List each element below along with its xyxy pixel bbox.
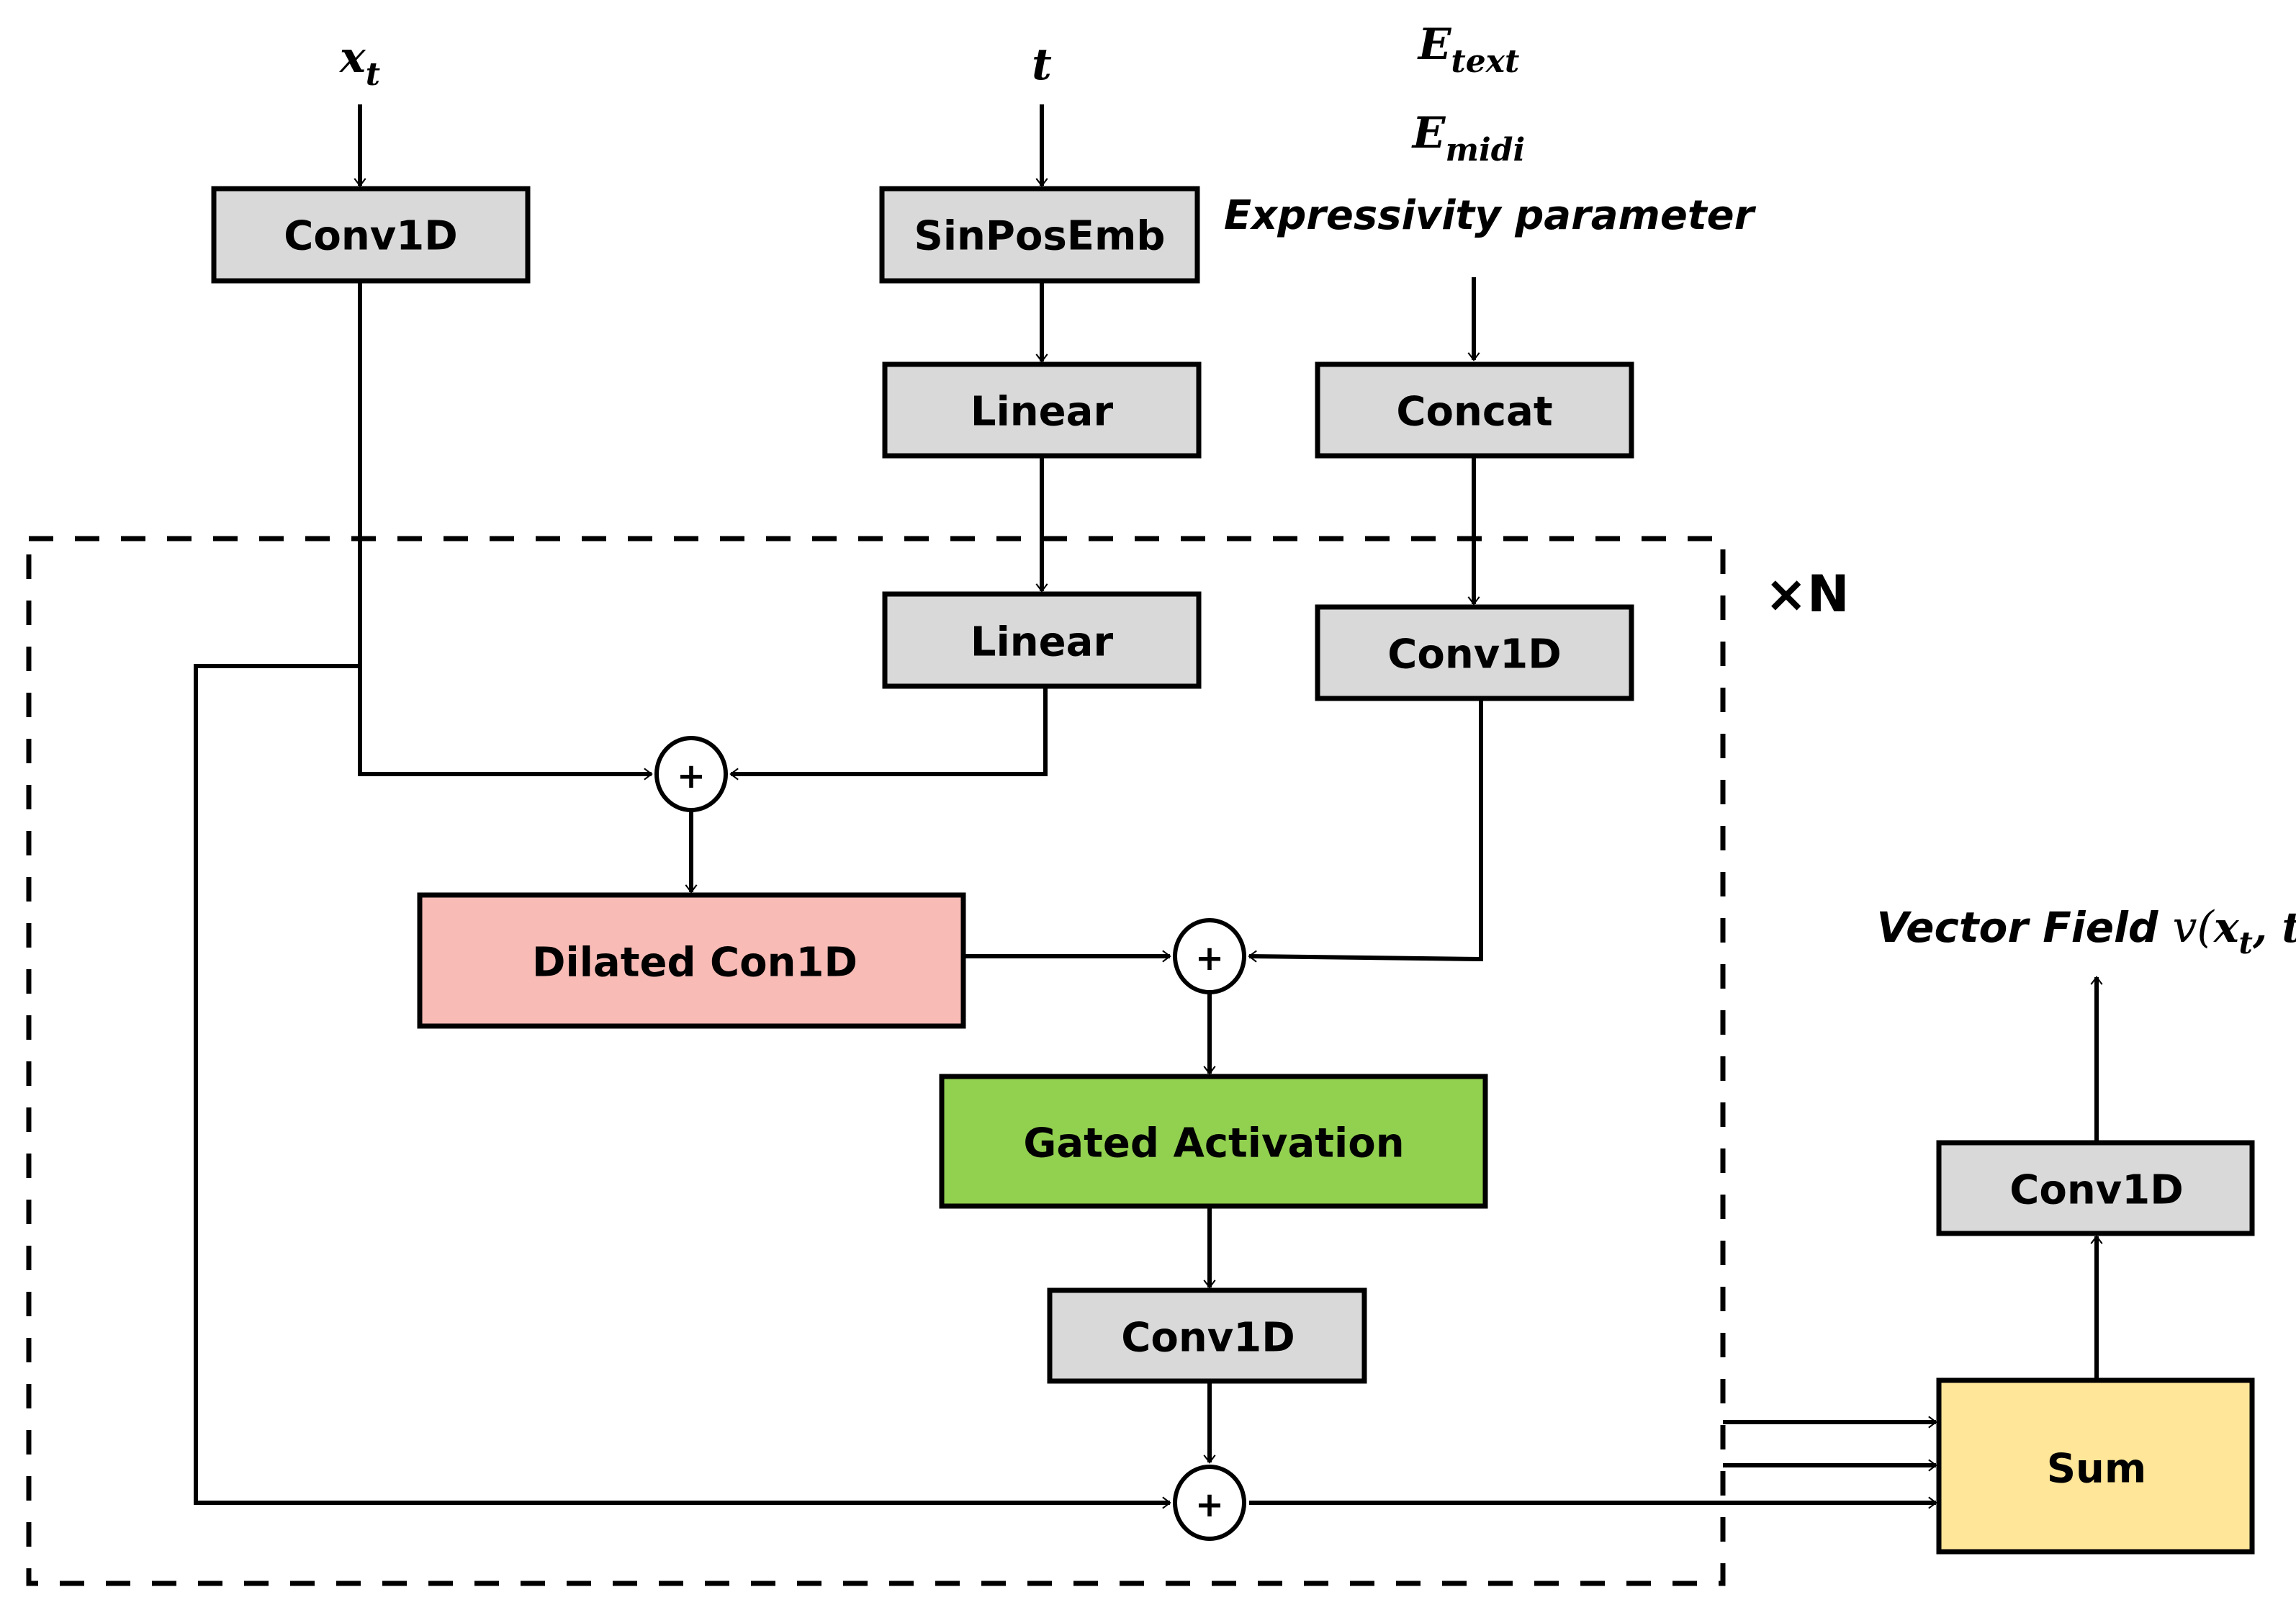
conv-cond-label: Conv1D (1387, 631, 1561, 678)
input-e-text-label: Etext (1417, 19, 1520, 80)
gated-activation-label: Gated Activation (1023, 1120, 1404, 1167)
plus-icon: + (1195, 1485, 1224, 1525)
repeat-n-label: ×N (1765, 565, 1849, 624)
dilated-conv-block: Dilated Con1D (417, 892, 966, 1029)
arrow-skip-to-plus3 (194, 664, 1171, 1509)
conv-residual-block: Conv1D (1047, 1287, 1367, 1384)
input-t-label: t (1032, 40, 1052, 90)
input-xt-label: xt (338, 32, 380, 93)
gated-activation-block: Gated Activation (939, 1074, 1488, 1209)
sinposemb-block: SinPosEmb (879, 186, 1200, 284)
input-expressivity-label: Expressivity parameter (1224, 192, 1757, 239)
sum-label: Sum (2047, 1446, 2147, 1493)
conv-input-label: Conv1D (284, 213, 457, 260)
conv-cond-block: Conv1D (1315, 604, 1634, 701)
arrow-condconv-to-plus2 (1248, 698, 1483, 963)
conv-residual-label: Conv1D (1121, 1315, 1295, 1362)
concat-block: Concat (1315, 361, 1634, 459)
input-e-midi-label: Emidi (1411, 108, 1526, 168)
plus-node-1: + (654, 736, 728, 812)
conv-output-block: Conv1D (1936, 1140, 2255, 1236)
plus-node-3: + (1173, 1465, 1246, 1541)
conv-input-block: Conv1D (211, 186, 531, 284)
linear-block-1: Linear (882, 361, 1202, 459)
sum-block: Sum (1936, 1377, 2255, 1555)
linear-2-label: Linear (971, 619, 1114, 666)
conv-output-label: Conv1D (2009, 1167, 2183, 1214)
concat-label: Concat (1396, 389, 1552, 436)
arrow-conv-to-plus1 (358, 281, 653, 781)
plus-icon: + (677, 756, 706, 796)
sinposemb-label: SinPosEmb (914, 213, 1166, 260)
plus-icon: + (1195, 938, 1224, 979)
plus-node-2: + (1173, 918, 1246, 994)
linear-block-2: Linear (882, 591, 1202, 689)
linear-1-label: Linear (971, 389, 1114, 436)
arrow-linear-to-plus1 (729, 686, 1048, 781)
dilated-conv-label: Dilated Con1D (532, 940, 857, 986)
output-vector-field-label: Vector Field v(xt, t) (1876, 902, 2296, 961)
residual-block-boundary (26, 536, 1726, 1586)
